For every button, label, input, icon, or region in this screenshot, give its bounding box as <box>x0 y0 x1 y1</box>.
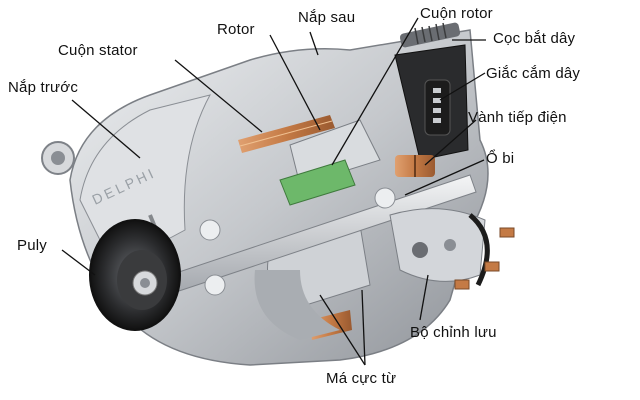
label-coc-bat-day: Cọc bắt dây <box>493 30 576 47</box>
label-ma-cuc-tu: Má cực từ <box>326 370 397 387</box>
pulley <box>89 219 181 331</box>
label-giac-cam-day: Giắc cắm dây <box>486 65 581 82</box>
leader-lines <box>61 17 486 366</box>
label-o-bi: Ổ bi <box>486 150 515 167</box>
label-vanh-tiep-dien: Vành tiếp điện <box>468 109 567 126</box>
label-cuon-rotor: Cuộn rotor <box>420 5 493 22</box>
rectifier <box>389 208 515 290</box>
rear-cover <box>394 22 469 161</box>
label-bo-chinh-luu: Bộ chỉnh lưu <box>410 324 497 341</box>
label-cuon-stator: Cuộn stator <box>58 42 138 59</box>
label-rotor: Rotor <box>217 21 255 38</box>
label-nap-truoc: Nắp trước <box>8 79 79 96</box>
label-nap-sau: Nắp sau <box>298 9 356 26</box>
slip-rings <box>395 155 435 177</box>
label-puly: Puly <box>17 237 47 254</box>
